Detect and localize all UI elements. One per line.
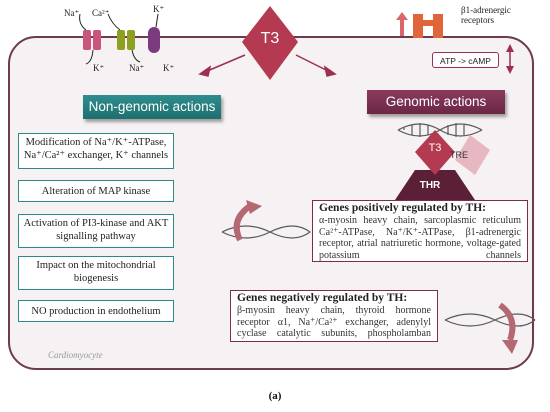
ion-arrows	[79, 13, 159, 65]
positive-genes-list: α-myosin heavy chain, sarcoplasmic retic…	[319, 214, 521, 262]
dna-helix-right-icon	[444, 313, 536, 327]
thr-label: THR	[419, 180, 441, 191]
ion-k-top: K⁺	[153, 4, 165, 14]
k-channel-icon	[148, 27, 160, 53]
negative-genes-title: Genes negatively regulated by TH:	[237, 292, 408, 304]
ion-k-bottom2: K⁺	[163, 63, 175, 73]
non-genomic-title: Non-genomic actions	[88, 99, 216, 114]
t3-hormone-icon	[242, 6, 298, 80]
non-genomic-item: NO production in endothelium	[18, 300, 174, 322]
non-genomic-item: Impact on the mitochondrial biogenesis	[18, 256, 174, 290]
tre-label: TRE	[450, 150, 468, 160]
ion-na-bottom: Na⁺	[129, 63, 145, 73]
receptor-complex-icon	[395, 130, 490, 200]
ion-ca-top: Ca²⁺	[92, 8, 110, 18]
na-k-channel-icon	[83, 30, 101, 50]
non-genomic-item: Modification of Na⁺/K⁺-ATPase, Na⁺/Ca²⁺ …	[18, 133, 174, 169]
curved-arrow-up-icon	[233, 200, 262, 242]
beta-receptor-label: β1-adrenergic receptors	[461, 5, 511, 25]
ion-k-bottom: K⁺	[93, 63, 105, 73]
dna-helix-icon	[397, 123, 483, 137]
positive-genes-box: Genes positively regulated by TH: α-myos…	[312, 200, 528, 262]
figure-caption: (a)	[268, 390, 282, 402]
genomic-header: Genomic actions	[367, 90, 505, 114]
cardiomyocyte-label: Cardiomyocyte	[48, 350, 103, 360]
negative-genes-box: Genes negatively regulated by TH: β-myos…	[230, 290, 438, 342]
t3-arrows	[198, 54, 337, 77]
non-genomic-item: Activation of PI3-kinase and AKT signall…	[18, 214, 174, 248]
t3-small-label: T3	[428, 142, 442, 154]
ion-na-top: Na⁺	[64, 8, 80, 18]
positive-genes-title: Genes positively regulated by TH:	[319, 202, 486, 214]
genomic-title: Genomic actions	[385, 94, 487, 109]
non-genomic-item: Alteration of MAP kinase	[18, 180, 174, 202]
beta-receptor-icon	[396, 12, 514, 74]
na-ca-exchanger-icon	[117, 30, 135, 50]
atp-camp-box: ATP -> cAMP	[432, 52, 499, 68]
negative-genes-list: β-myosin heavy chain, thyroid hormone re…	[237, 304, 431, 340]
t3-label: T3	[260, 30, 280, 47]
curved-arrow-down-icon	[498, 302, 518, 354]
non-genomic-header: Non-genomic actions	[83, 95, 221, 119]
